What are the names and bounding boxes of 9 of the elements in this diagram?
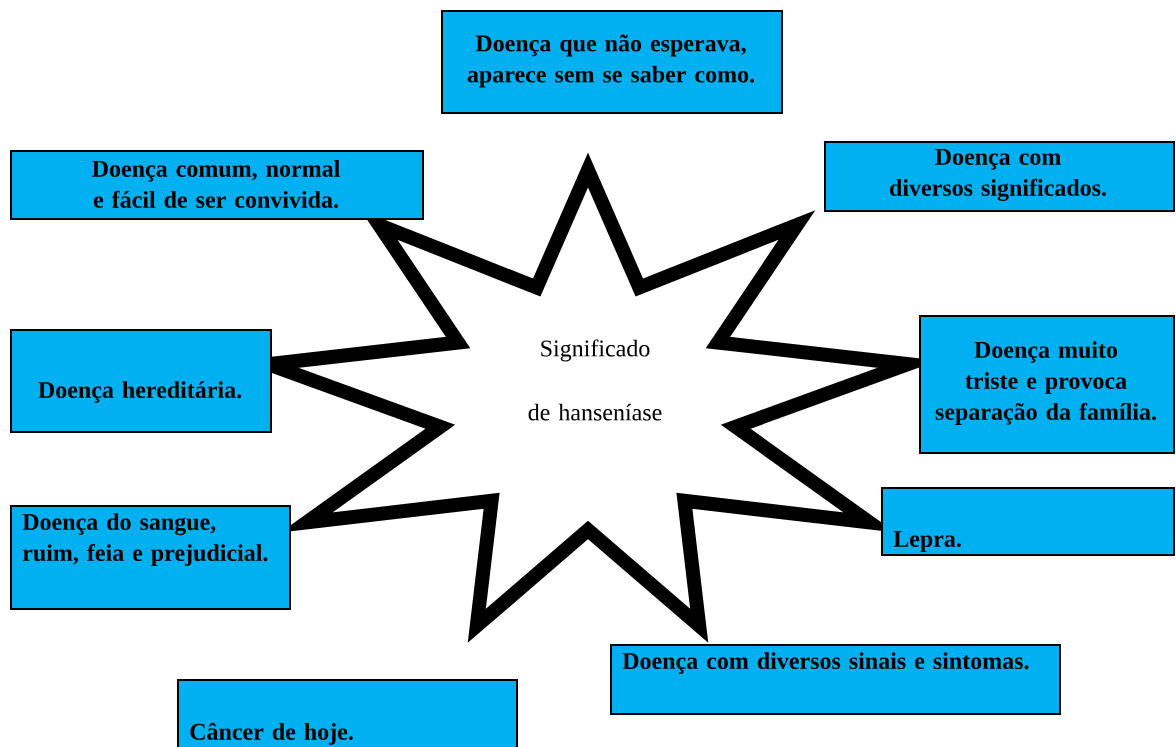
text-box: Lepra. (881, 487, 1175, 556)
text-box: Doença comum, normal e fácil de ser convivida. (10, 150, 424, 220)
text-box: Doença que não esperava, aparece sem se saber como. (441, 10, 783, 114)
text-box: Doença hereditária. (10, 329, 272, 433)
text-box: Doença com diversos sinais e sintomas. (610, 644, 1061, 715)
text-box: Doença do sangue, ruim, feia e prejudicial. (10, 505, 291, 610)
text-box: Doença muito triste e provoca separação da família. (919, 315, 1175, 454)
text-box: Doença com diversos significados. (824, 141, 1175, 212)
text-box: Câncer de hoje. (177, 679, 518, 747)
